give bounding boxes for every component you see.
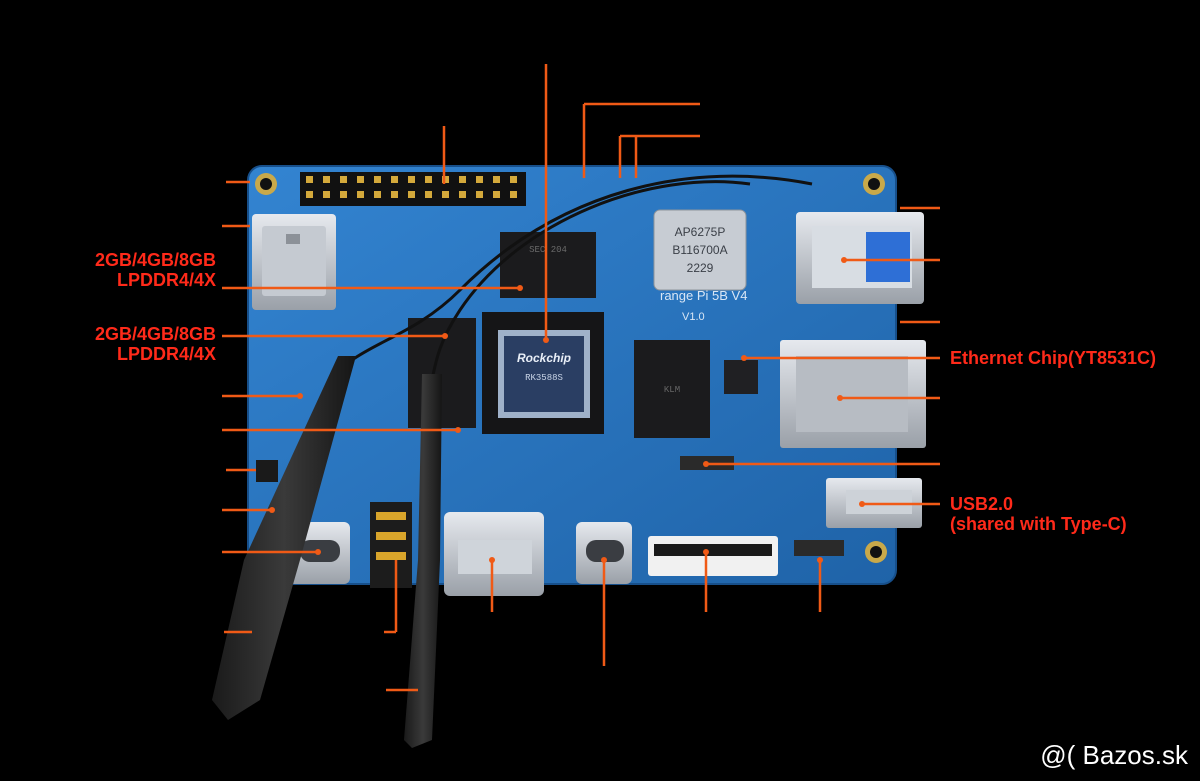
gpio-pin	[476, 191, 483, 198]
callout-dot	[859, 501, 865, 507]
gpio-pin	[357, 176, 364, 183]
gpio-pin	[340, 176, 347, 183]
gpio-pin	[306, 191, 313, 198]
callout-dot	[703, 549, 709, 555]
side-button	[256, 460, 278, 482]
camera-connector	[794, 540, 844, 556]
callout-dot	[315, 549, 321, 555]
gpio-pin	[425, 176, 432, 183]
callout-dot	[297, 393, 303, 399]
version-silkscreen: V1.0	[682, 311, 705, 323]
gpio-pin	[476, 176, 483, 183]
gpio-pin	[510, 191, 517, 198]
gpio-pin	[340, 191, 347, 198]
callout-ethernet-chip: Ethernet Chip(YT8531C)	[950, 348, 1157, 368]
callout-dot	[703, 461, 709, 467]
gpio-pin	[306, 176, 313, 183]
callout-dot	[489, 557, 495, 563]
antenna-right	[404, 374, 442, 748]
callout-dot	[741, 355, 747, 361]
ethernet-port	[780, 340, 926, 448]
gpio-pin	[442, 176, 449, 183]
gpio-pin	[391, 176, 398, 183]
lcd-connector	[648, 536, 778, 576]
gpio-pin	[391, 191, 398, 198]
antenna-left	[212, 356, 356, 720]
callout-dot	[517, 285, 523, 291]
gpio-pin	[425, 191, 432, 198]
gpio-pin	[374, 176, 381, 183]
callout-leader-lines	[222, 64, 940, 692]
svg-text:KLM: KLM	[664, 385, 680, 395]
callout-dot	[601, 557, 607, 563]
gpio-pin	[459, 176, 466, 183]
flash-chip: KLM	[634, 340, 710, 438]
ethernet-phy-chip	[724, 360, 758, 394]
gpio-pin	[408, 191, 415, 198]
ram-chip-bottom	[408, 318, 476, 428]
callout-dot	[841, 257, 847, 263]
hdmi-port	[444, 512, 544, 596]
board-name-silkscreen: range Pi 5B V4	[660, 288, 747, 303]
gpio-pin	[323, 176, 330, 183]
gpio-pin	[408, 176, 415, 183]
svg-text:SEC 204: SEC 204	[529, 245, 567, 255]
svg-text:2229: 2229	[687, 261, 714, 275]
svg-text:AP6275P: AP6275P	[675, 225, 726, 239]
gpio-pin	[459, 191, 466, 198]
gpio-pin	[442, 191, 449, 198]
callout-dot	[837, 395, 843, 401]
callout-dot	[817, 557, 823, 563]
callout-dot	[269, 507, 275, 513]
gpio-pin	[357, 191, 364, 198]
usb3-port	[796, 212, 924, 304]
svg-text:Rockchip: Rockchip	[517, 351, 571, 365]
antenna-cables	[351, 174, 813, 381]
callout-dot	[543, 337, 549, 343]
gpio-pin	[493, 176, 500, 183]
callout-dot	[455, 427, 461, 433]
wifi-module: AP6275P B116700A 2229	[653, 209, 747, 291]
gpio-pin	[510, 176, 517, 183]
audio-jack	[370, 502, 412, 588]
gpio-pin	[323, 191, 330, 198]
gpio-pin	[493, 191, 500, 198]
callout-ram-bottom: 2GB/4GB/8GB LPDDR4/4X	[94, 324, 216, 364]
watermark: @( Bazos.sk	[1040, 740, 1188, 770]
svg-text:RK3588S: RK3588S	[525, 373, 563, 383]
callout-dot	[442, 333, 448, 339]
callout-ram-top: 2GB/4GB/8GB LPDDR4/4X	[94, 250, 216, 290]
usb-c-port	[576, 522, 632, 584]
svg-text:B116700A: B116700A	[672, 243, 727, 257]
callout-usb2: USB2.0 (shared with Type-C)	[950, 494, 1127, 534]
gpio-pin	[374, 191, 381, 198]
soc-chip: Rockchip RK3588S	[482, 312, 604, 434]
microsd-slot	[252, 214, 336, 310]
gpio-header	[300, 172, 526, 206]
